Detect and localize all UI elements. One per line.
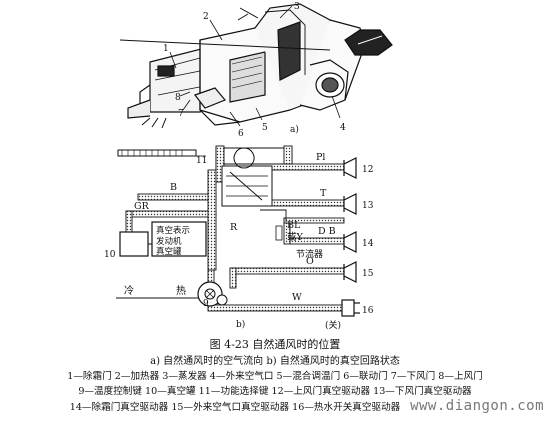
label-gr: GR (134, 201, 150, 212)
label-o: O (306, 256, 314, 267)
callout-3: 3 (294, 2, 300, 12)
callout-12: 12 (362, 165, 373, 175)
actuator-15 (343, 261, 357, 283)
label-bl: BL (287, 220, 301, 231)
vacuum-tank-10 (119, 221, 207, 257)
function-selector-11 (215, 145, 293, 207)
hot-label: 热 (176, 284, 186, 297)
tube-w (207, 304, 343, 312)
tube-b (137, 193, 217, 201)
label-b: B (170, 182, 177, 193)
door-blob (157, 65, 175, 77)
actuators (341, 157, 360, 317)
tube-t (259, 199, 345, 207)
callout-7: 7 (178, 109, 184, 119)
callout-10: 10 (104, 250, 116, 260)
hvac-unit-drawing (119, 3, 393, 129)
callout-2: 2 (203, 12, 209, 22)
temp-control-9 (116, 281, 228, 307)
label-w: W (292, 292, 302, 303)
label-db: D B (318, 226, 336, 237)
box-10-line-1: 真空表示 (156, 225, 190, 236)
callout-11: 11 (196, 156, 207, 166)
vacuum-circuit: 真空表示 发动机 真空罐 (116, 145, 360, 317)
control-panel-bar (117, 149, 197, 157)
box-10-text: 真空表示 发动机 真空罐 (156, 225, 190, 257)
actuator-12 (343, 157, 357, 179)
figure-title: 图 4-23 自然通风时的位置 (209, 338, 341, 351)
part-a-label: a) (290, 124, 299, 135)
actuator-16 (341, 299, 355, 317)
legend-line-2: 9—温度控制键 10—真空罐 11—功能选择键 12—上风门真空驱动器 13—下… (78, 386, 472, 397)
restrictor-valve (260, 209, 287, 241)
actuator-13 (343, 193, 357, 215)
callout-14: 14 (362, 239, 374, 249)
box-10-line-2: 发动机 (156, 236, 182, 247)
tube-trunk (207, 169, 217, 271)
valve-label: 节流器 (296, 248, 323, 260)
box-10-line-3: 真空罐 (156, 246, 182, 257)
label-r: R (230, 222, 238, 233)
figure-subtitle: a) 自然通风时的空气流向 b) 自然通风时的真空回路状态 (150, 356, 400, 367)
callout-1: 1 (163, 44, 169, 54)
callout-8: 8 (175, 93, 181, 103)
watermark: www.diangon.com (410, 398, 544, 414)
part-b-label: b) (236, 319, 245, 330)
callout-4: 4 (340, 123, 346, 133)
callout-15: 15 (362, 269, 374, 279)
label-or-y: 或Y (287, 231, 304, 243)
actuator-14 (343, 231, 357, 253)
callout-9: 9 (203, 299, 209, 309)
label-t: T (320, 188, 327, 199)
callout-13: 13 (362, 201, 374, 211)
callout-5: 5 (262, 123, 268, 133)
circuit-labels: B GR R Pl T BL 或Y D B O W 节流器 冷 热 (关) (124, 152, 341, 331)
legend-line-1: 1—除霜门 2—加热器 3—蒸发器 4—外来空气口 5—混合调温门 6—联动门 … (67, 371, 483, 382)
switch-state-label: (关) (325, 319, 341, 331)
callouts-b: 9 10 11 12 13 14 15 16 b) (104, 156, 374, 330)
callout-16: 16 (362, 306, 374, 316)
callouts-a: 1 2 3 4 5 6 7 8 a) (163, 2, 346, 139)
tube-o (229, 267, 345, 275)
legend-line-3: 14—除霜门真空驱动器 15—外来空气口真空驱动器 16—热水开关真空驱动器 (69, 402, 401, 413)
label-pl: Pl (316, 152, 325, 163)
callout-6: 6 (238, 129, 244, 139)
cold-label: 冷 (124, 284, 134, 297)
